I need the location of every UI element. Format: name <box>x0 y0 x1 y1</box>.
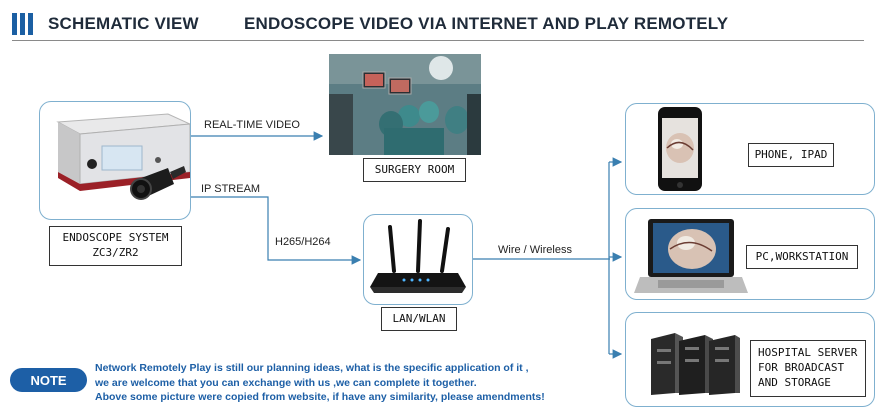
server-label-line1: HOSPITAL SERVER <box>758 346 857 361</box>
phone-icon <box>657 106 703 192</box>
note-badge: NOTE <box>10 368 87 392</box>
phone-panel: PHONE, IPAD <box>625 103 875 195</box>
laptop-icon <box>626 217 750 299</box>
pc-panel: PC,WORKSTATION <box>625 208 875 300</box>
router-icon <box>364 215 472 304</box>
realtime-video-label: REAL-TIME VIDEO <box>204 119 300 131</box>
note-line1: Network Remotely Play is still our plann… <box>95 361 545 376</box>
server-label: HOSPITAL SERVER FOR BROADCAST AND STORAG… <box>750 340 866 397</box>
router-panel <box>363 214 473 305</box>
server-label-line3: AND STORAGE <box>758 376 857 391</box>
endoscope-label-line2: ZC3/ZR2 <box>63 246 169 261</box>
endoscope-panel <box>39 101 191 220</box>
phone-label: PHONE, IPAD <box>748 143 834 167</box>
endoscope-label-line1: ENDOSCOPE SYSTEM <box>63 231 169 246</box>
endoscope-device-icon <box>40 102 190 219</box>
codec-label: H265/H264 <box>275 236 331 248</box>
endoscope-label: ENDOSCOPE SYSTEM ZC3/ZR2 <box>49 226 182 266</box>
server-icon <box>647 331 741 397</box>
note-line2: we are welcome that you can exchange wit… <box>95 376 545 391</box>
server-label-line2: FOR BROADCAST <box>758 361 857 376</box>
note-line3: Above some picture were copied from webs… <box>95 390 545 405</box>
router-label: LAN/WLAN <box>381 307 457 331</box>
pc-label: PC,WORKSTATION <box>746 245 858 269</box>
note-text: Network Remotely Play is still our plann… <box>95 361 545 405</box>
surgery-room-label: SURGERY ROOM <box>363 158 466 182</box>
server-panel: HOSPITAL SERVER FOR BROADCAST AND STORAG… <box>625 312 875 407</box>
surgery-room-photo <box>329 54 481 155</box>
ip-stream-label: IP STREAM <box>201 183 260 195</box>
wire-wireless-label: Wire / Wireless <box>498 244 572 256</box>
